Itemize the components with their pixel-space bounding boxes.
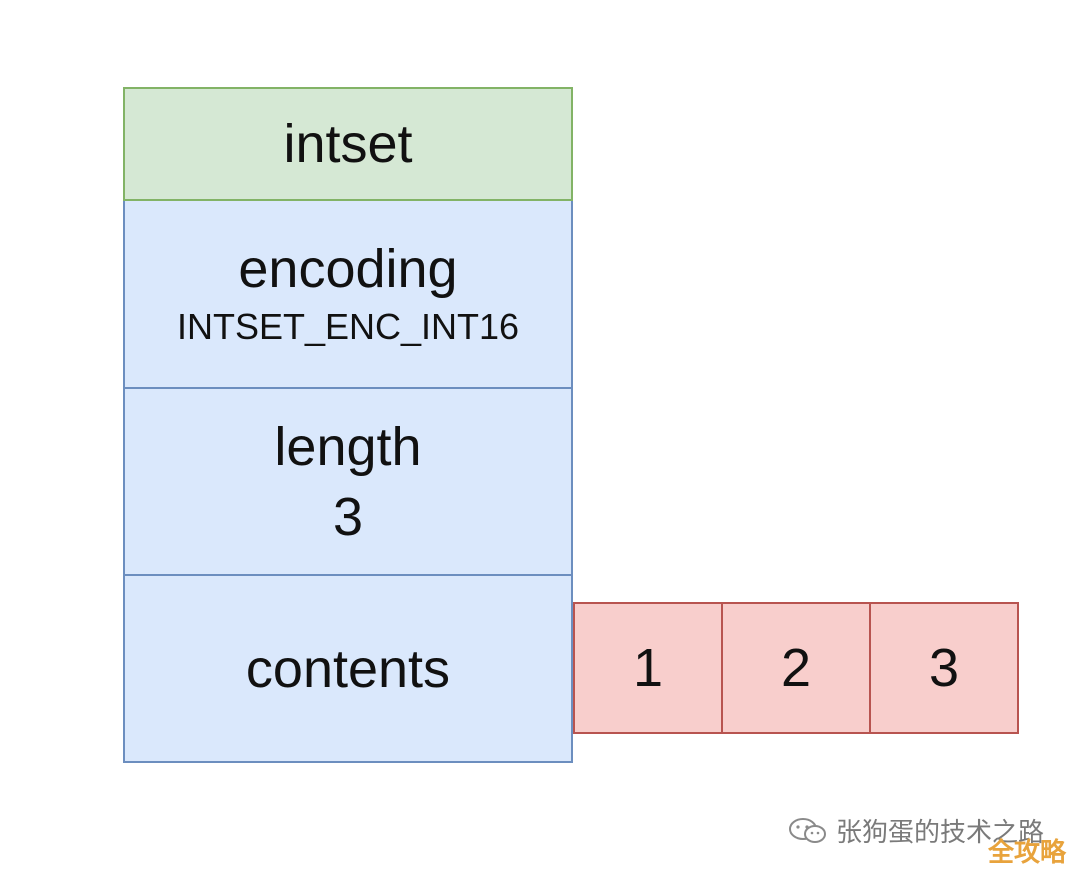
field-length-value: 3 <box>332 486 364 547</box>
wechat-icon <box>789 817 826 843</box>
field-encoding: encoding INTSET_ENC_INT16 <box>123 201 573 389</box>
struct-header-label: intset <box>283 114 413 174</box>
field-contents: contents <box>123 576 573 763</box>
watermark: 张狗蛋的技术之路 <box>788 812 1044 849</box>
corner-logo: 全攻略 <box>987 837 1066 867</box>
array-element: 3 <box>869 602 1019 734</box>
field-contents-name: contents <box>245 638 451 699</box>
contents-array: 1 2 3 <box>573 602 1019 734</box>
field-encoding-name: encoding <box>238 239 458 299</box>
field-length: length 3 <box>123 389 573 576</box>
watermark-text: 张狗蛋的技术之路 <box>836 817 1045 847</box>
array-element: 2 <box>721 602 871 734</box>
array-element: 1 <box>573 602 723 734</box>
struct-header: intset <box>123 87 573 201</box>
field-length-name: length <box>274 416 422 477</box>
field-encoding-value: INTSET_ENC_INT16 <box>176 306 520 347</box>
intset-struct: intset encoding INTSET_ENC_INT16 length … <box>123 87 573 763</box>
